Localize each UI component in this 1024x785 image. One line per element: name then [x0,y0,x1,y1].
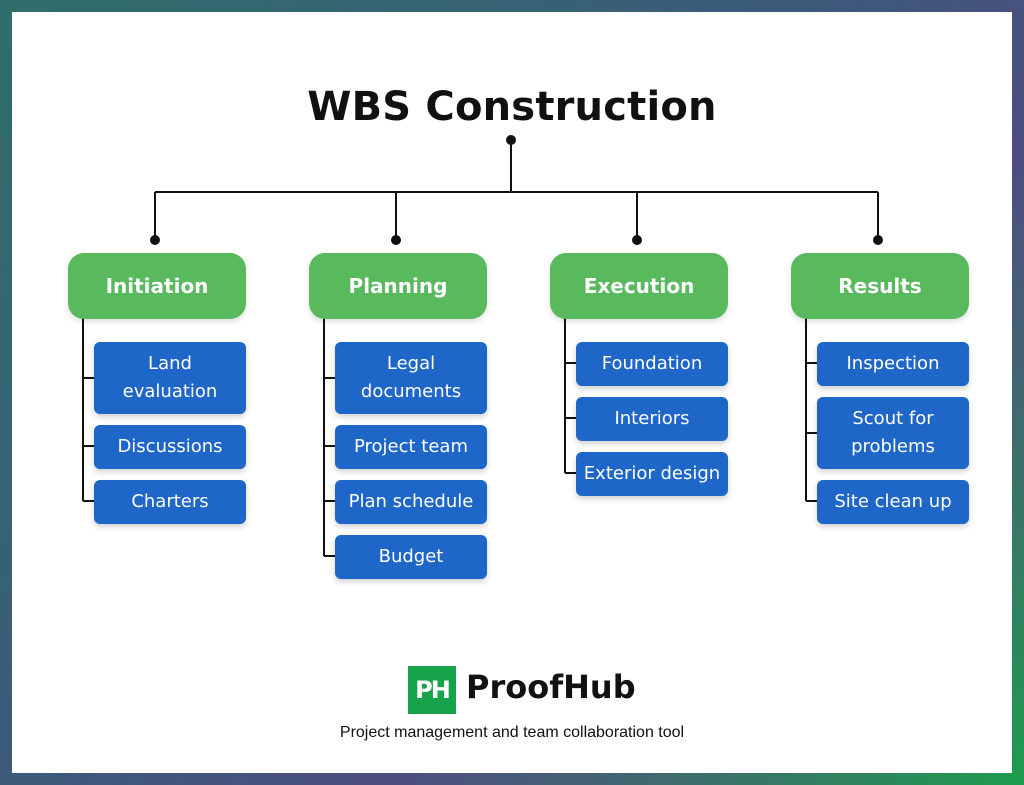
task-plan-schedule: Plan schedule [335,480,487,524]
diagram-title: WBS Construction [307,84,717,130]
task-exterior-design: Exterior design [576,452,728,496]
root-dot [506,135,516,145]
task-budget: Budget [335,535,487,579]
task-scout-for-problems: Scout for problems [817,397,969,469]
phase-execution: Execution [550,253,728,319]
phase-initiation: Initiation [68,253,246,319]
dot-execution [632,235,642,245]
dot-results [873,235,883,245]
task-site-clean-up: Site clean up [817,480,969,524]
phase-results: Results [791,253,969,319]
task-inspection: Inspection [817,342,969,386]
task-project-team: Project team [335,425,487,469]
proofhub-logo-icon: PH [408,666,456,714]
phase-planning: Planning [309,253,487,319]
task-charters: Charters [94,480,246,524]
dot-planning [391,235,401,245]
task-legal-documents: Legal documents [335,342,487,414]
task-land-evaluation: Land evaluation [94,342,246,414]
task-interiors: Interiors [576,397,728,441]
dot-initiation [150,235,160,245]
connector-lines [82,135,883,557]
diagram-canvas: WBS Construction [12,12,1012,773]
task-discussions: Discussions [94,425,246,469]
task-foundation: Foundation [576,342,728,386]
brand-tagline: Project management and team collaboratio… [339,724,685,741]
brand-name: ProofHub [466,668,636,706]
